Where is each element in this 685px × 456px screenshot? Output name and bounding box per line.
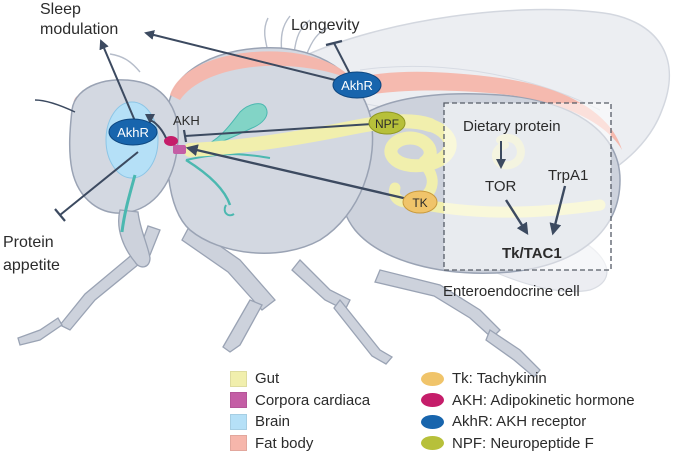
legs [17, 224, 541, 378]
gut-swatch [230, 370, 247, 387]
tk-label: TK [412, 196, 427, 210]
sleep-modulation-label-2: modulation [40, 21, 118, 38]
arrow-brain-akhr-to-sleep [99, 39, 136, 122]
tk-swatch [421, 371, 444, 386]
tk-oval: TK [402, 190, 438, 214]
npf-oval: NPF [368, 111, 406, 135]
legend-item-gut: Gut [230, 368, 370, 390]
corpora-cardiaca-swatch [230, 392, 247, 409]
legend-label: Corpora cardiaca [255, 391, 371, 409]
legend-label: Fat body [255, 434, 314, 452]
protein-appetite-label-1: Protein [3, 234, 54, 251]
legend-label: Gut [255, 370, 280, 388]
inhibit-npf-bar [182, 129, 188, 143]
arrows [54, 30, 567, 236]
neurons [185, 103, 271, 217]
akhr-brain-label: AkhR [117, 125, 149, 140]
tor-label: TOR [485, 178, 517, 195]
akh-swatch [421, 393, 444, 408]
arrow-akh-to-brain-akhr [145, 113, 167, 139]
inhibit-protein-bar [54, 208, 66, 222]
inhibit-brain-to-protein [59, 151, 139, 216]
antenna [34, 99, 76, 113]
brain-swatch [230, 413, 247, 430]
protein-appetite-label-2: appetite [3, 257, 60, 274]
enteroendocrine-cell-label: Enteroendocrine cell [443, 283, 580, 300]
inhibit-longevity-bar [325, 39, 343, 47]
longevity-label: Longevity [291, 17, 360, 34]
legend-item-fat-body: Fat body [230, 433, 370, 455]
legend-item-brain: Brain [230, 411, 370, 433]
akh-label: AKH [173, 113, 200, 128]
inhibit-npf-to-cc [184, 123, 373, 137]
akhr-swatch [421, 414, 444, 429]
legend-item-npf: NPF: Neuropeptide F [421, 433, 635, 455]
legend-item-corpora-cardiaca: Corpora cardiaca [230, 390, 370, 412]
legend-label: NPF: Neuropeptide F [452, 434, 594, 452]
arrow-akhr-to-sleep [144, 30, 336, 81]
labels: Sleep modulation Longevity Protein appet… [3, 1, 588, 300]
legend-label: AkhR: AKH receptor [452, 413, 587, 431]
tk-tac1-label: Tk/TAC1 [502, 245, 562, 262]
fat-body-swatch [230, 435, 247, 452]
legend-tissues: Gut Corpora cardiaca Brain Fat body [230, 368, 370, 454]
proboscis [118, 209, 151, 268]
legend-label: Tk: Tachykinin [452, 370, 547, 388]
dietary-protein-label: Dietary protein [463, 118, 561, 135]
arrow-tk-to-cc [185, 144, 413, 202]
arrow-trpa1-to-tk [549, 185, 567, 236]
sleep-modulation-label-1: Sleep [40, 1, 81, 18]
legend-item-akh: AKH: Adipokinetic hormone [421, 390, 635, 412]
legend-item-akhr: AkhR: AKH receptor [421, 411, 635, 433]
akhr-oval-brain: AkhR [108, 118, 158, 146]
legend-label: AKH: Adipokinetic hormone [452, 391, 635, 409]
npf-label: NPF [375, 117, 399, 131]
corpora-cardiaca [164, 136, 186, 154]
thorax [165, 47, 374, 254]
akhr-oval-top: AkhR [332, 71, 382, 99]
arrow-tor-to-tk [504, 199, 529, 236]
akhr-top-label: AkhR [341, 78, 373, 93]
enteroendocrine-box [443, 102, 612, 271]
npf-swatch [421, 436, 444, 451]
trpa1-label: TrpA1 [548, 167, 588, 184]
legend-item-tk: Tk: Tachykinin [421, 368, 635, 390]
legend-molecules: Tk: Tachykinin AKH: Adipokinetic hormone… [421, 368, 635, 454]
legend-label: Brain [255, 413, 291, 431]
inhibit-akhr-to-longevity [333, 42, 351, 75]
